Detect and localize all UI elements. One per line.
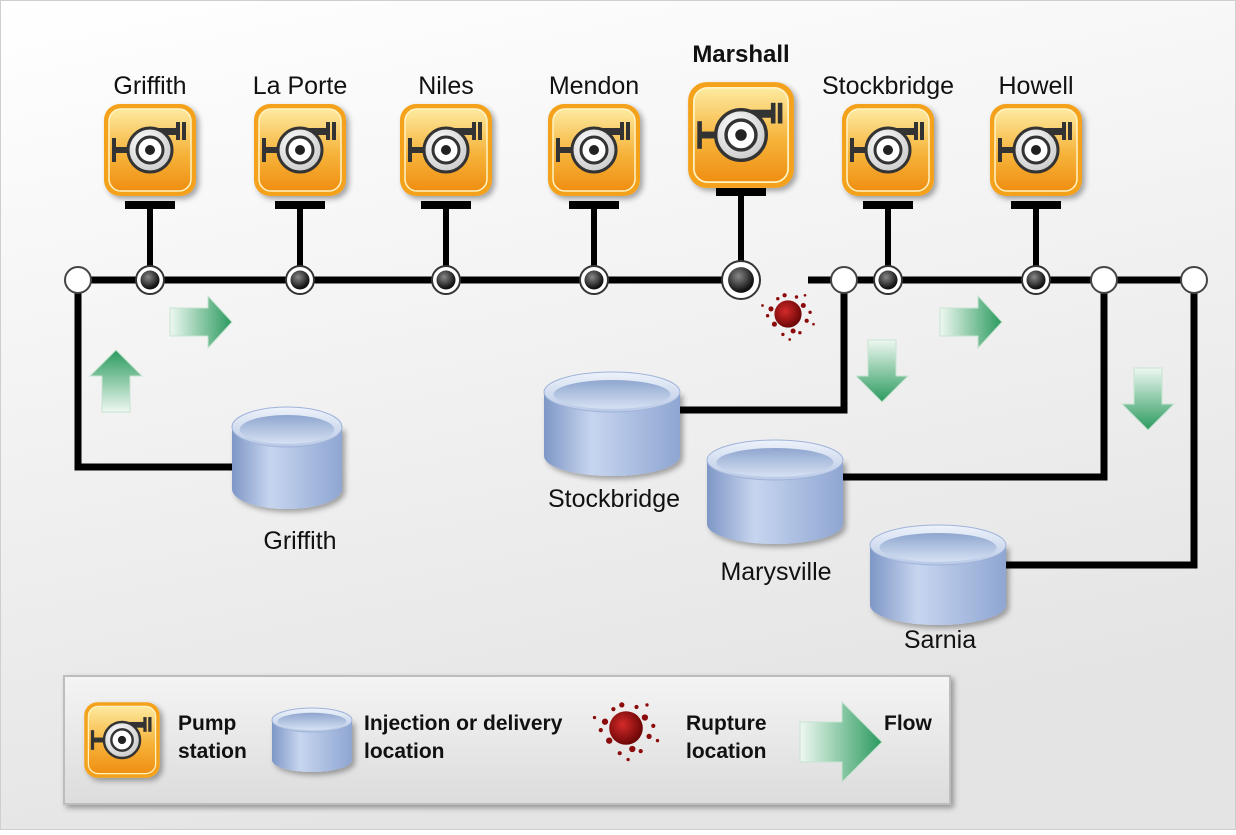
pump-station-label: Marshall (692, 41, 789, 68)
pump-station-label: Niles (418, 72, 474, 100)
pump-base-bar (275, 201, 325, 209)
pump-junction-node (1021, 265, 1051, 295)
pump-station-icon (842, 104, 934, 196)
griffith-branch (74, 280, 232, 471)
legend-pump-icon (84, 702, 160, 778)
legend-tank-icon-shape (271, 707, 353, 772)
pump-station-label: Griffith (113, 72, 186, 100)
pump-junction-node (431, 265, 461, 295)
pump-station-icon (400, 104, 492, 196)
pump-station-label: Howell (998, 72, 1073, 100)
rupture-icon (761, 293, 815, 341)
legend-rupture-icon (592, 702, 660, 762)
flow-arrow-up (88, 349, 144, 413)
pump-junction-node (873, 265, 903, 295)
pump-station-icon (548, 104, 640, 196)
flow-arrow-down-1 (854, 339, 910, 403)
legend-flow-arrow-icon (799, 700, 883, 784)
legend-rupture-label-2: location (686, 740, 767, 763)
terminal-label: Marysville (720, 558, 831, 586)
pump-station-icon (104, 104, 196, 196)
branch-junction-node (1180, 266, 1208, 294)
tank-icon (869, 524, 1007, 625)
sarnia-branch (1006, 280, 1198, 569)
pump-station-icon (254, 104, 346, 196)
pump-junction-node (721, 260, 761, 300)
pump-stations: Griffith La Porte Niles Mendon MarshallStock… (104, 41, 1082, 280)
legend-pump-label-2: station (178, 740, 247, 763)
branch-junction-node (1090, 266, 1118, 294)
pump-station-label: Stockbridge (822, 72, 954, 100)
terminal-label: Sarnia (904, 626, 976, 654)
tank-icon (231, 406, 343, 509)
legend-rupture-icon-shape (592, 702, 660, 762)
pump-station-icon (688, 82, 794, 188)
pump-station-icon (990, 104, 1082, 196)
marysville-branch (840, 280, 1108, 481)
stockbridge-branch (678, 280, 848, 414)
legend-injection-label-1: Injection or delivery (364, 712, 563, 735)
pump-base-bar (863, 201, 913, 209)
legend-pump-icon-shape (84, 702, 160, 778)
tank-icon (706, 439, 844, 544)
pump-junction-node (285, 265, 315, 295)
junction-nodes (64, 260, 1208, 300)
flow-arrow-east-1 (169, 294, 233, 350)
pump-junction-node (579, 265, 609, 295)
pump-junction-node (135, 265, 165, 295)
pump-base-bar (569, 201, 619, 209)
pump-base-bar (716, 188, 766, 196)
rupture-marker (761, 293, 815, 341)
legend-flow-label: Flow (884, 712, 932, 735)
pump-base-bar (421, 201, 471, 209)
legend-tank-icon (271, 707, 353, 772)
pump-base-bar (125, 201, 175, 209)
flow-arrow-down-2 (1120, 367, 1176, 431)
pump-base-bar (1011, 201, 1061, 209)
pump-station-label: La Porte (253, 72, 348, 100)
branch-junction-node (830, 266, 858, 294)
tank-icon (543, 371, 681, 476)
terminal-label: Griffith (263, 527, 336, 555)
flow-arrow-east-2 (939, 294, 1003, 350)
pipeline-network (74, 276, 1198, 569)
legend-injection-label-2: location (364, 740, 445, 763)
legend: Pump station Injection or delivery locat… (63, 675, 951, 805)
legend-rupture-label-1: Rupture (686, 712, 767, 735)
legend-pump-label-1: Pump (178, 712, 236, 735)
terminal-label: Stockbridge (548, 485, 680, 513)
flow-arrows (88, 294, 1176, 431)
branch-junction-node (64, 266, 92, 294)
pump-station-label: Mendon (549, 72, 639, 100)
